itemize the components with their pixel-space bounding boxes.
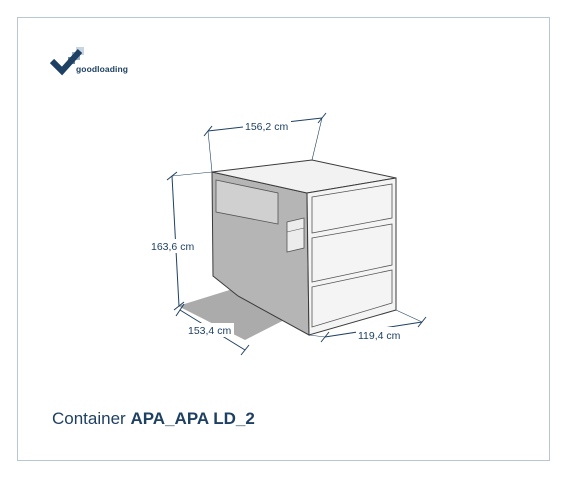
left-panel [215,179,279,225]
right-panel-middle [311,223,393,283]
depth-label: 153,4 cm [188,325,231,337]
door-panel [286,217,305,253]
caption-prefix: Container [52,409,126,428]
length-label: 119,4 cm [358,330,401,342]
brand-name: goodloading [76,64,129,74]
length-dimension [308,309,427,343]
container-name: APA_APA LD_2 [130,409,255,428]
container-caption: Container APA_APA LD_2 [52,409,255,429]
goodloading-logo-icon [50,47,84,76]
height-label: 163,6 cm [151,241,194,253]
drawing-frame [17,17,550,461]
right-panel-top [311,183,393,234]
right-panel-bottom [311,269,393,328]
width-label: 156,2 cm [245,121,288,133]
